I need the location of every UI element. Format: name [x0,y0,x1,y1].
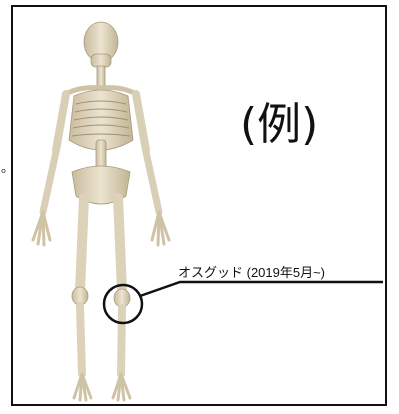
right-foot [113,374,130,400]
left-tibia [80,306,82,374]
right-forearm [146,152,159,212]
right-hand [152,212,169,245]
annotation-leader-line [140,282,383,296]
annotation-label: オスグッド (2019年5月~) [178,262,325,281]
left-femur [80,198,84,290]
right-femur [118,198,122,290]
jaw [91,54,111,67]
right-tibia [121,308,122,374]
left-humerus [56,94,66,150]
right-humerus [136,94,146,150]
left-forearm [43,152,56,212]
neck-vertebrae [97,66,105,86]
example-label: (例) [240,88,318,152]
left-foot [74,374,91,400]
left-hand [33,212,50,245]
